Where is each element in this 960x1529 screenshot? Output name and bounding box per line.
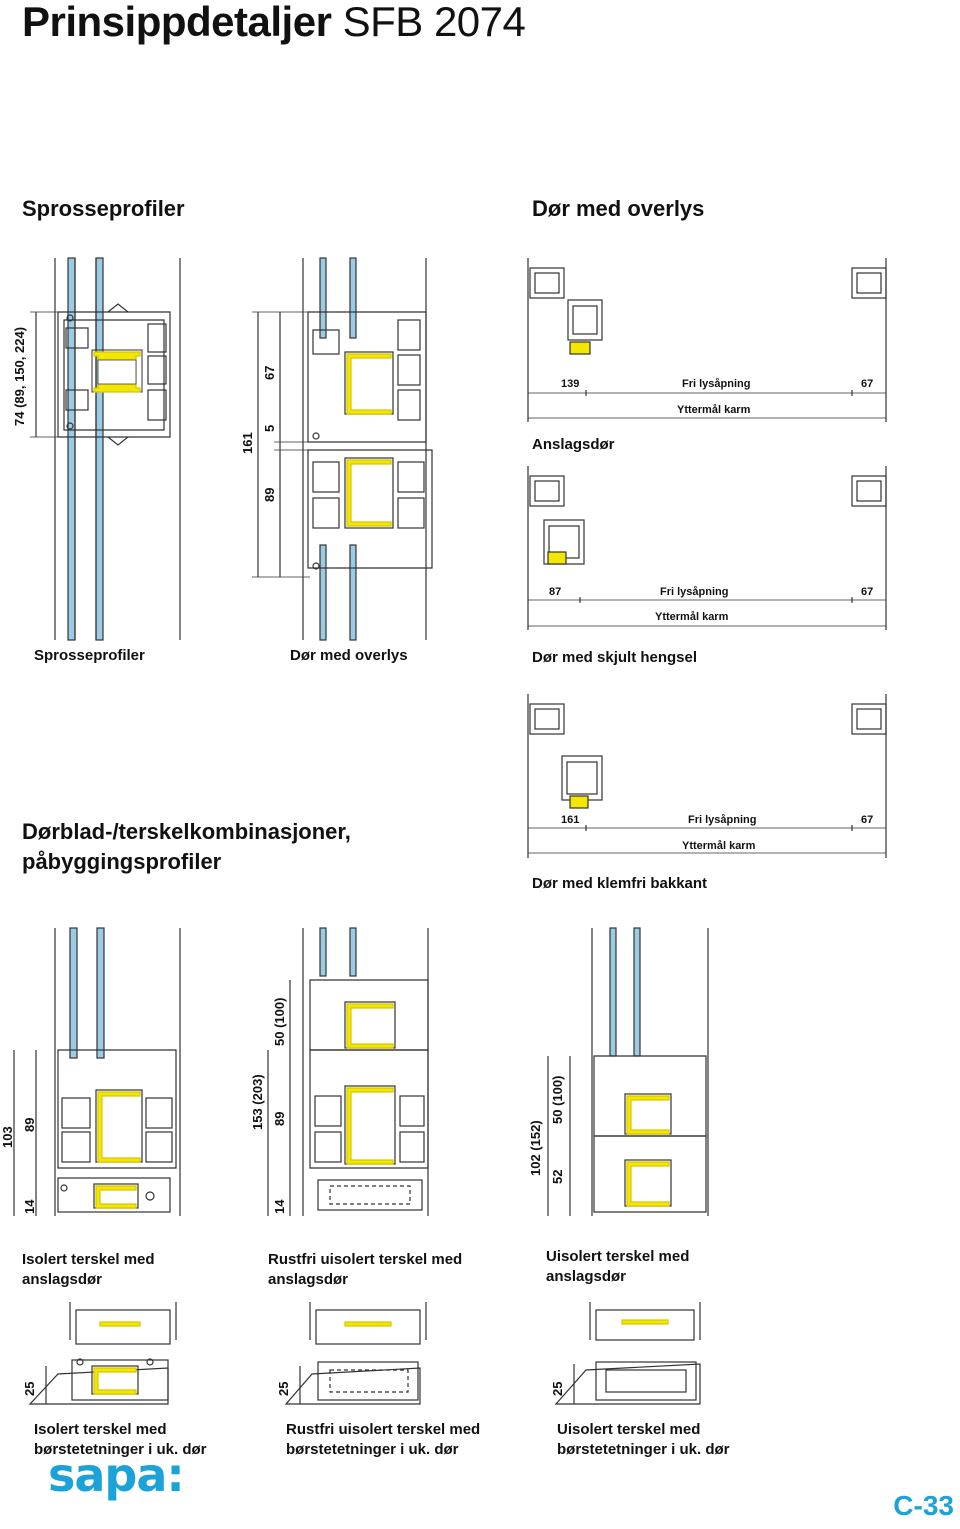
heading-dorblad-line1: Dørblad-/terskelkombinasjoner,: [22, 819, 351, 844]
drawing-klemfri-plan: [527, 694, 887, 858]
dim-klemfri-total: Yttermål karm: [682, 840, 756, 852]
caption-rustfri-borste-1: Rustfri uisolert terskel med: [286, 1421, 481, 1438]
drawing-skjult-hengsel-plan: [527, 466, 887, 630]
dim-skjult-mid: Fri lysåpning: [660, 586, 729, 598]
heading-sprosseprofiler: Sprosseprofiler: [22, 196, 185, 221]
caption-isolert-borste-1: Isolert terskel med: [34, 1421, 167, 1438]
sapa-logo: sapa:: [48, 1448, 185, 1502]
dim-skjult-left: 87: [549, 586, 562, 598]
caption-uisolert-anslag-1: Uisolert terskel med: [546, 1248, 690, 1265]
caption-isolert-borste-2: børstetetninger i uk. dør: [34, 1441, 207, 1458]
dim-anslag-mid: Fri lysåpning: [682, 378, 751, 390]
drawing-uisolert-terskel-borste: [554, 1302, 701, 1405]
caption-isolert-anslag-2: anslagsdør: [22, 1271, 103, 1288]
drawing-uisolert-terskel-anslag: [547, 927, 709, 1216]
dim-klemfri-left: 161: [561, 814, 580, 826]
drawing-rustfri-terskel-anslag: [267, 927, 429, 1216]
caption-anslagsdor: Anslagsdør: [532, 436, 615, 453]
drawing-sprosseprofiler: [30, 257, 181, 641]
dim-anslag-right: 67: [861, 378, 874, 390]
caption-sprosseprofiler: Sprosseprofiler: [34, 647, 145, 664]
dim-skjult-total: Yttermål karm: [655, 611, 729, 623]
caption-klemfri-bakkant: Dør med klemfri bakkant: [532, 875, 708, 892]
drawing-rustfri-terskel-borste: [284, 1302, 427, 1405]
heading-dor-med-overlys: Dør med overlys: [532, 196, 705, 221]
drawing-isolert-terskel-anslag: [13, 927, 181, 1216]
caption-rustfri-anslag-2: anslagsdør: [268, 1271, 349, 1288]
caption-dor-med-overlys: Dør med overlys: [290, 647, 408, 664]
caption-skjult-hengsel: Dør med skjult hengsel: [532, 649, 698, 666]
caption-uisolert-borste-2: børstetetninger i uk. dør: [557, 1441, 730, 1458]
drawing-isolert-terskel-borste: [28, 1302, 177, 1405]
drawing-dor-med-overlys: [252, 257, 433, 641]
caption-uisolert-borste-1: Uisolert terskel med: [557, 1421, 701, 1438]
caption-rustfri-anslag-1: Rustfri uisolert terskel med: [268, 1251, 463, 1268]
dim-skjult-right: 67: [861, 586, 874, 598]
page-number: C-33: [893, 1490, 954, 1521]
drawing-anslagsdor-plan: [527, 258, 887, 422]
dim-klemfri-mid: Fri lysåpning: [688, 814, 757, 826]
dim-anslag-total: Yttermål karm: [677, 404, 751, 416]
title-product-code: SFB 2074: [342, 0, 526, 45]
caption-rustfri-borste-2: børstetetninger i uk. dør: [286, 1441, 459, 1458]
title-bold: Prinsippdetaljer: [22, 0, 332, 45]
heading-dorblad-line2: påbyggingsprofiler: [22, 849, 222, 874]
caption-uisolert-anslag-2: anslagsdør: [546, 1268, 627, 1285]
page-title: Prinsippdetaljer SFB 2074: [22, 0, 526, 46]
dim-klemfri-right: 67: [861, 814, 874, 826]
caption-isolert-anslag-1: Isolert terskel med: [22, 1251, 155, 1268]
dim-anslag-left: 139: [561, 378, 580, 390]
